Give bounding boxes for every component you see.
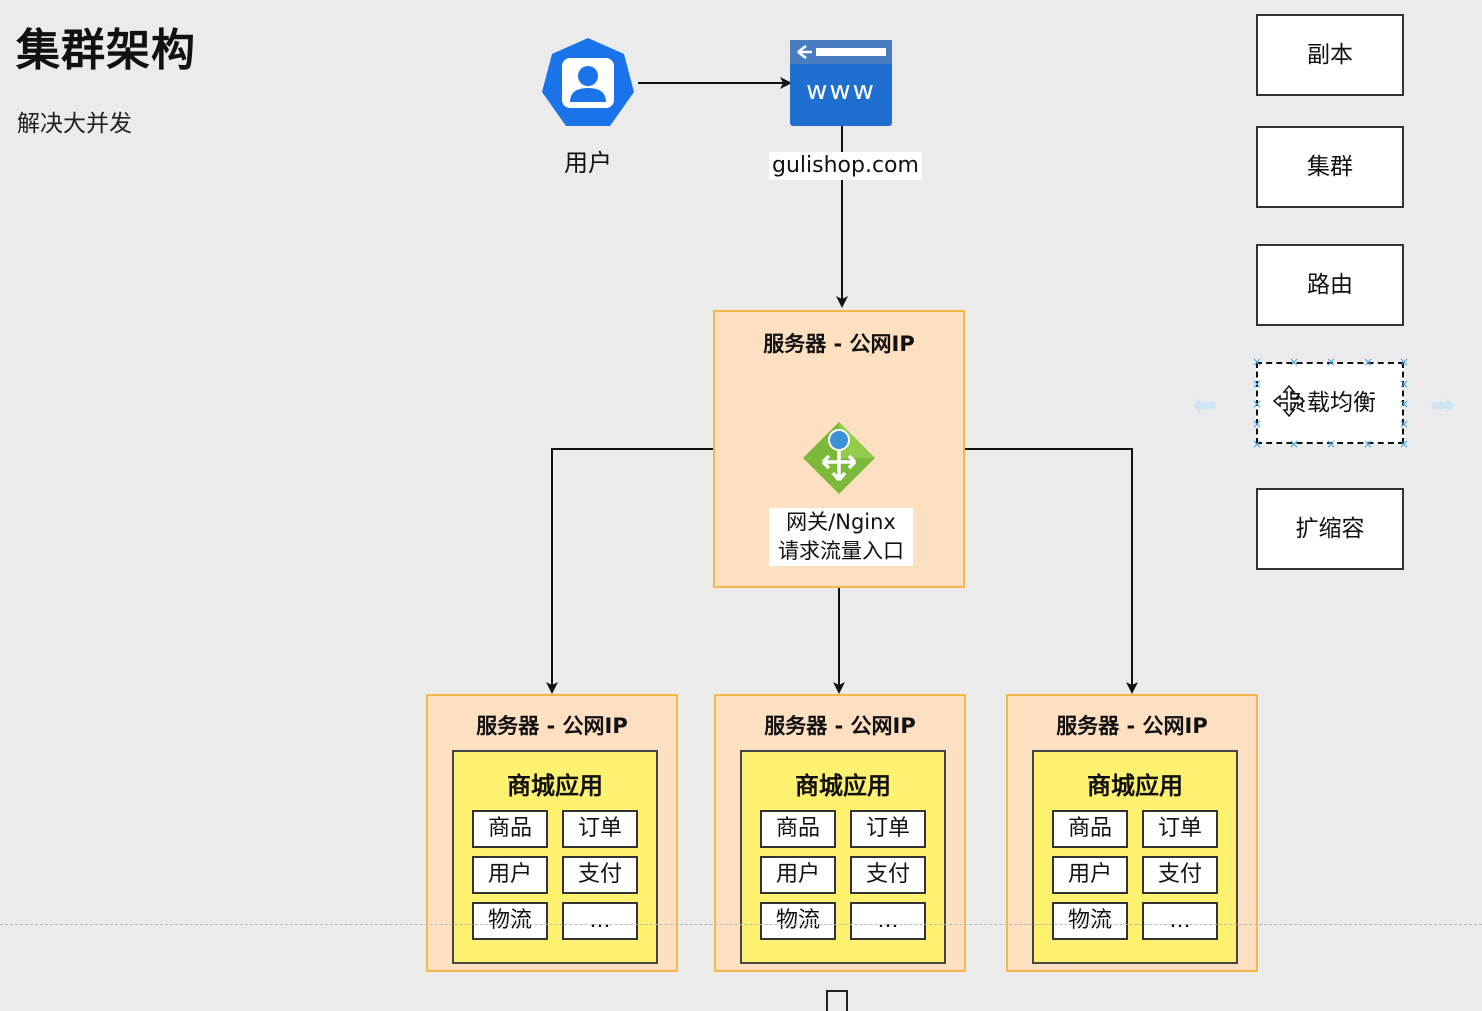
selection-handle[interactable]: ×: [1252, 355, 1263, 369]
selection-handle[interactable]: ×: [1252, 377, 1263, 391]
selection-handle[interactable]: ×: [1399, 377, 1410, 391]
selection-handle[interactable]: ×: [1399, 417, 1410, 431]
domain-label: gulishop.com: [769, 152, 922, 180]
selection-handle[interactable]: ×: [1252, 397, 1263, 411]
user-icon: [540, 36, 636, 132]
selection-handle[interactable]: ×: [1399, 397, 1410, 411]
selection-handle[interactable]: ×: [1289, 437, 1300, 451]
page-break-line: [0, 924, 1482, 925]
server-title: 服务器 - 公网IP: [1056, 714, 1208, 738]
module-box[interactable]: ...: [562, 902, 638, 940]
mall-app-title: 商城应用: [795, 772, 891, 800]
partial-shape[interactable]: [826, 990, 848, 1011]
server-title: 服务器 - 公网IP: [476, 714, 628, 738]
module-box[interactable]: 订单: [1142, 810, 1218, 848]
module-box[interactable]: 支付: [1142, 856, 1218, 894]
gateway-label: 网关/Nginx 请求流量入口: [769, 508, 913, 566]
side-item-replica[interactable]: 副本: [1256, 14, 1404, 96]
module-box[interactable]: 支付: [562, 856, 638, 894]
module-box[interactable]: 支付: [850, 856, 926, 894]
gateway-label-line2: 请求流量入口: [778, 539, 904, 563]
module-box[interactable]: ...: [850, 902, 926, 940]
mall-app-panel: 商城应用 商品 订单 用户 支付 物流 ...: [1032, 750, 1238, 964]
module-box[interactable]: 用户: [1052, 856, 1128, 894]
move-cursor-icon: [1272, 384, 1306, 422]
module-box[interactable]: 物流: [760, 902, 836, 940]
selection-handle[interactable]: ×: [1399, 437, 1410, 451]
side-item-routing[interactable]: 路由: [1256, 244, 1404, 326]
gateway-server-title: 服务器 - 公网IP: [763, 332, 915, 356]
app-server-2[interactable]: 服务器 - 公网IP 商城应用 商品 订单 用户 支付 物流 ...: [714, 694, 966, 972]
module-box[interactable]: 物流: [1052, 902, 1128, 940]
connect-arrow-left-icon[interactable]: ⬅: [1192, 388, 1218, 423]
side-item-load-balancing[interactable]: 负载均衡: [1256, 362, 1404, 444]
side-item-cluster[interactable]: 集群: [1256, 126, 1404, 208]
arrow-gateway-to-server-3: [965, 448, 1138, 694]
gateway-label-line1: 网关/Nginx: [786, 510, 896, 534]
module-box[interactable]: ...: [1142, 902, 1218, 940]
selection-handle[interactable]: ×: [1363, 437, 1374, 451]
module-box[interactable]: 商品: [472, 810, 548, 848]
app-server-1[interactable]: 服务器 - 公网IP 商城应用 商品 订单 用户 支付 物流 ...: [426, 694, 678, 972]
selection-handle[interactable]: ×: [1289, 355, 1300, 369]
gateway-icon: [801, 420, 877, 500]
www-text: www: [806, 76, 876, 106]
module-box[interactable]: 物流: [472, 902, 548, 940]
mall-app-panel: 商城应用 商品 订单 用户 支付 物流 ...: [740, 750, 946, 964]
selection-handle[interactable]: ×: [1363, 355, 1374, 369]
module-box[interactable]: 用户: [472, 856, 548, 894]
side-item-scaling[interactable]: 扩缩容: [1256, 488, 1404, 570]
arrow-gateway-to-server-1: [546, 448, 713, 694]
module-box[interactable]: 订单: [562, 810, 638, 848]
server-title: 服务器 - 公网IP: [764, 714, 916, 738]
page-subtitle: 解决大并发: [17, 111, 132, 137]
mall-app-title: 商城应用: [507, 772, 603, 800]
selection-handle[interactable]: ×: [1252, 417, 1263, 431]
app-server-3[interactable]: 服务器 - 公网IP 商城应用 商品 订单 用户 支付 物流 ...: [1006, 694, 1258, 972]
module-box[interactable]: 用户: [760, 856, 836, 894]
module-box[interactable]: 商品: [760, 810, 836, 848]
mall-app-title: 商城应用: [1087, 772, 1183, 800]
user-label: 用户: [564, 149, 612, 177]
gateway-server[interactable]: 服务器 - 公网IP 网关/Nginx 请求流量入口: [713, 310, 965, 588]
selection-handle[interactable]: ×: [1326, 437, 1337, 451]
www-browser-icon: www: [790, 40, 892, 126]
page-title: 集群架构: [16, 25, 196, 76]
selection-handle[interactable]: ×: [1399, 355, 1410, 369]
module-box[interactable]: 商品: [1052, 810, 1128, 848]
mall-app-panel: 商城应用 商品 订单 用户 支付 物流 ...: [452, 750, 658, 964]
selection-handle[interactable]: ×: [1252, 437, 1263, 451]
module-box[interactable]: 订单: [850, 810, 926, 848]
selection-handle[interactable]: ×: [1326, 355, 1337, 369]
connect-arrow-right-icon[interactable]: ➡: [1430, 388, 1456, 423]
